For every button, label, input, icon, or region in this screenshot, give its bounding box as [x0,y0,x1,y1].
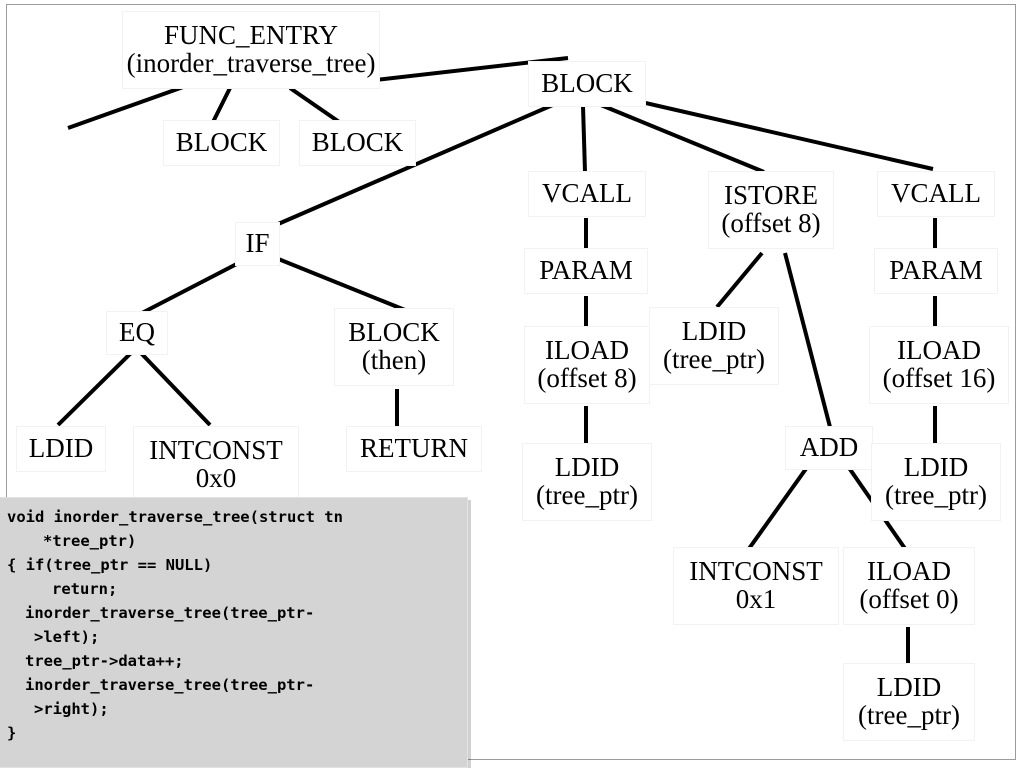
code-line: inorder_traverse_tree(tree_ptr- [25,604,315,622]
tree-node-label-primary: ISTORE [723,180,818,211]
tree-node-label-primary: VCALL [542,178,632,209]
tree-edge-func_entry-to-block_l2 [288,86,347,128]
code-line: >right); [34,700,109,718]
tree-edge-func_entry-to-offscreen-left [67,84,187,130]
tree-node-label-primary: LDID [554,452,620,483]
tree-node-block_l1: BLOCK [163,120,280,166]
tree-edge-block_top-to-istore_8 [595,101,765,174]
tree-node-ldid_eq: LDID [16,426,106,472]
tree-node-return: RETURN [346,426,482,472]
tree-node-block_then: BLOCK(then) [334,308,454,386]
tree-node-block_top: BLOCK [528,61,646,107]
tree-node-vcall_2: VCALL [877,171,995,217]
tree-edge-if-to-block_then [265,252,406,312]
tree-node-label-secondary: (inorder_traverse_tree) [126,48,376,78]
code-line: *tree_ptr) [43,532,137,550]
tree-edge-block_top-to-vcall_1 [581,105,587,173]
code-line: inorder_traverse_tree(tree_ptr- [25,676,315,694]
tree-node-label-secondary: 0x1 [735,584,777,614]
tree-node-label-primary: PARAM [539,255,633,286]
tree-node-ldid_1: LDID(tree_ptr) [522,443,652,521]
tree-node-label-primary: ILOAD [545,335,629,366]
tree-node-ldid_2: LDID(tree_ptr) [871,443,1001,521]
tree-node-add: ADD [785,426,873,470]
tree-node-func_entry: FUNC_ENTRY(inorder_traverse_tree) [122,11,380,89]
tree-node-param_2: PARAM [874,248,998,294]
tree-edge-eq-to-intconst_0x1 [136,348,212,427]
source-code-panel: void inorder_traverse_tree(struct tn *tre… [0,497,468,768]
tree-node-label-primary: RETURN [360,433,468,464]
tree-node-iload_8: ILOAD(offset 8) [524,326,650,404]
tree-edge-func_entry-to-block_l1 [210,87,232,125]
tree-node-iload_16: ILOAD(offset 16) [869,326,1009,404]
tree-node-label-secondary: (offset 0) [859,584,959,614]
tree-node-ldid_iload0: LDID(tree_ptr) [843,663,975,741]
tree-node-label-primary: BLOCK [311,127,404,158]
tree-edge-eq-to-ldid_eq [56,348,136,427]
code-line: void inorder_traverse_tree(struct tn [7,508,343,526]
tree-node-vcall_1: VCALL [528,171,646,217]
tree-node-label-primary: BLOCK [175,127,268,158]
tree-node-label-primary: ADD [799,432,859,463]
tree-node-block_l2: BLOCK [299,120,416,166]
tree-node-label-secondary: (tree_ptr) [858,700,960,730]
tree-node-label-primary: IF [245,228,270,259]
tree-node-label-secondary: (offset 8) [537,363,637,393]
tree-node-label-primary: LDID [28,433,94,464]
code-line: { if(tree_ptr == NULL) [7,556,213,574]
tree-node-label-primary: PARAM [889,255,983,286]
tree-edge-block_top-to-if [261,102,556,233]
tree-node-label-primary: BLOCK [541,68,633,99]
tree-node-label-primary: LDID [876,672,942,703]
code-line: >left); [34,628,100,646]
tree-node-label-secondary: (offset 8) [721,208,821,238]
tree-node-ldid_istore: LDID(tree_ptr) [649,307,779,385]
tree-node-label-secondary: (tree_ptr) [536,480,638,510]
tree-node-param_1: PARAM [524,248,648,294]
tree-node-label-secondary: (then) [361,345,427,375]
code-line: return; [52,580,118,598]
code-line: } [7,724,17,742]
tree-node-eq: EQ [106,311,168,355]
tree-node-label-primary: INTCONST [689,556,823,587]
tree-node-label-secondary: (tree_ptr) [885,480,987,510]
tree-node-iload_0: ILOAD(offset 0) [843,547,975,625]
tree-node-label-primary: EQ [119,317,155,348]
tree-node-if: IF [235,222,280,266]
tree-node-label-primary: ILOAD [867,556,951,587]
tree-node-label-primary: BLOCK [348,317,440,348]
tree-node-label-secondary: (offset 16) [882,363,996,393]
tree-node-istore_8: ISTORE(offset 8) [708,171,834,249]
tree-node-label-primary: ILOAD [897,335,981,366]
tree-node-label-primary: FUNC_ENTRY [163,20,339,51]
tree-node-label-primary: INTCONST [149,435,283,466]
tree-node-label-primary: LDID [903,452,969,483]
tree-edge-istore_8-to-ldid_istore [715,251,764,309]
tree-node-label-primary: LDID [681,316,747,347]
tree-edge-istore_8-to-add [783,252,832,428]
tree-node-label-secondary: (tree_ptr) [663,344,765,374]
tree-edge-block_top-to-vcall_2 [614,94,934,171]
tree-node-label-secondary: 0x0 [195,463,237,493]
tree-node-label-primary: VCALL [891,178,981,209]
code-line: tree_ptr->data++; [25,652,184,670]
